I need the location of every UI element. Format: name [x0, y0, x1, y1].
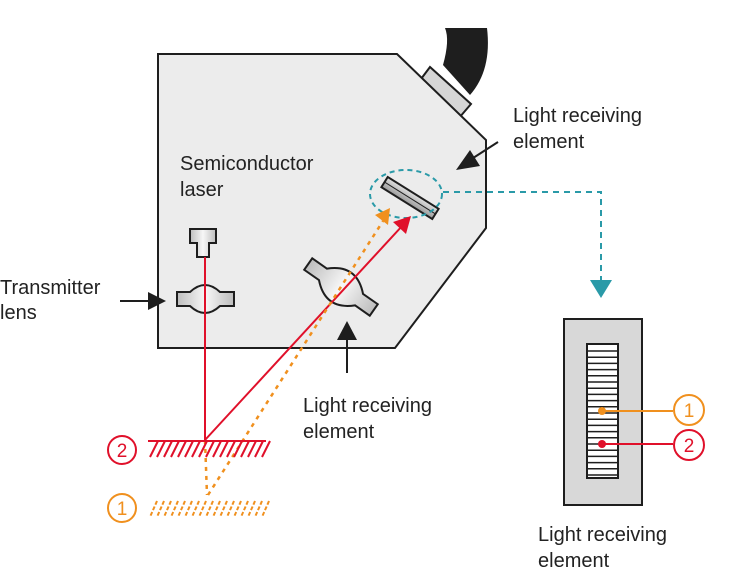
semiconductor-laser: [189, 228, 217, 258]
hatch-line: [219, 500, 228, 518]
label-receiving-lens-1: Light receiving: [303, 395, 432, 417]
hatch-line: [233, 500, 242, 518]
reflected-beam-2-arrowhead: [393, 216, 411, 234]
transmitter-lens-arrow-icon: [148, 292, 166, 310]
hatch-line: [240, 500, 249, 518]
hatch-line: [240, 440, 250, 458]
hatch-line: [163, 440, 173, 458]
hatch-line: [184, 500, 193, 518]
detail-marker-2-dot: [598, 440, 606, 448]
hatch-line: [177, 500, 186, 518]
marker-2-label: 2: [117, 441, 128, 462]
label-semiconductor-laser-1: Semiconductor: [180, 153, 314, 175]
reflected-beam-2: [204, 224, 404, 441]
hatch-line: [184, 440, 194, 458]
hatch-line: [254, 440, 264, 458]
hatch-line: [198, 440, 208, 458]
hatch-line: [247, 500, 256, 518]
sensor-housing: [157, 53, 487, 349]
hatch-line: [205, 440, 215, 458]
hatch-line: [198, 500, 207, 518]
detail-link-dashed: [443, 191, 602, 280]
detail-marker-1-circle: [673, 394, 705, 426]
hatch-line: [163, 500, 172, 518]
detail-marker-2-label: 2: [684, 436, 695, 457]
hatch-line: [226, 440, 236, 458]
hatch-line: [219, 440, 229, 458]
label-receiving-element-detail-1: Light receiving: [538, 524, 667, 546]
hatch-line: [149, 500, 158, 518]
sensor-array-lines: [588, 350, 617, 476]
label-transmitter-lens-1: Transmitter: [0, 277, 101, 299]
label-receiving-element-detail-2: element: [538, 550, 610, 570]
hatch-line: [191, 440, 201, 458]
hatch-line: [212, 500, 221, 518]
reflected-beam-1-arrowhead: [375, 208, 390, 225]
hatch-line: [247, 440, 257, 458]
hatch-line: [177, 440, 187, 458]
detail-arrow-icon: [590, 280, 612, 298]
receiving-lens-arrow-icon: [337, 321, 357, 340]
detail-marker-1-dot: [598, 407, 606, 415]
marker-1-label: 1: [117, 499, 128, 520]
detail-marker-1-label: 1: [684, 401, 695, 422]
hatch-line: [254, 500, 263, 518]
hatch-line: [212, 440, 222, 458]
target-surface-2: [148, 440, 271, 458]
marker-1-circle: [107, 493, 137, 523]
hatch-line: [170, 500, 179, 518]
cable: [443, 28, 488, 95]
light-receiving-element-bar: [380, 175, 440, 221]
receiving-element-pointer: [469, 141, 499, 161]
emitted-beam-extension: [203, 439, 209, 496]
hatch-line: [149, 440, 159, 458]
hatch-line: [233, 440, 243, 458]
hatch-line: [191, 500, 200, 518]
label-receiving-element-top-2: element: [513, 131, 585, 153]
target-surface-1: [149, 500, 270, 518]
label-semiconductor-laser-2: laser: [180, 179, 224, 201]
detail-marker-2-circle: [673, 429, 705, 461]
label-receiving-element-top-1: Light receiving: [513, 105, 642, 127]
marker-2-circle: [107, 435, 137, 465]
hatch-line: [156, 440, 166, 458]
hatch-line: [205, 500, 214, 518]
label-receiving-lens-2: element: [303, 421, 375, 443]
receiving-element-arrow-icon: [456, 150, 480, 170]
hatch-line: [261, 440, 271, 458]
hatch-line: [261, 500, 270, 518]
label-transmitter-lens-2: lens: [0, 302, 37, 324]
hatch-line: [170, 440, 180, 458]
hatch-line: [156, 500, 165, 518]
hatch-line: [226, 500, 235, 518]
